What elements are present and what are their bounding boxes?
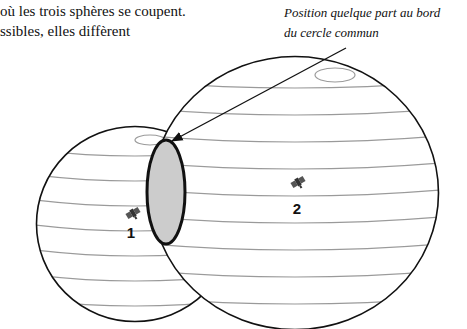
satellite-sphere: 2	[150, 55, 440, 329]
satellite-number: 2	[293, 200, 301, 217]
sphere-outline	[150, 55, 440, 329]
body-text: ssibles, elles diffèrent	[0, 21, 130, 41]
callout-note: Position quelque part au bord du cercle …	[284, 3, 444, 43]
satellite-number: 1	[127, 224, 135, 241]
common-circle	[147, 140, 185, 244]
body-text: où les trois sphères se coupent.	[0, 1, 186, 21]
leader-arrow	[172, 48, 346, 141]
